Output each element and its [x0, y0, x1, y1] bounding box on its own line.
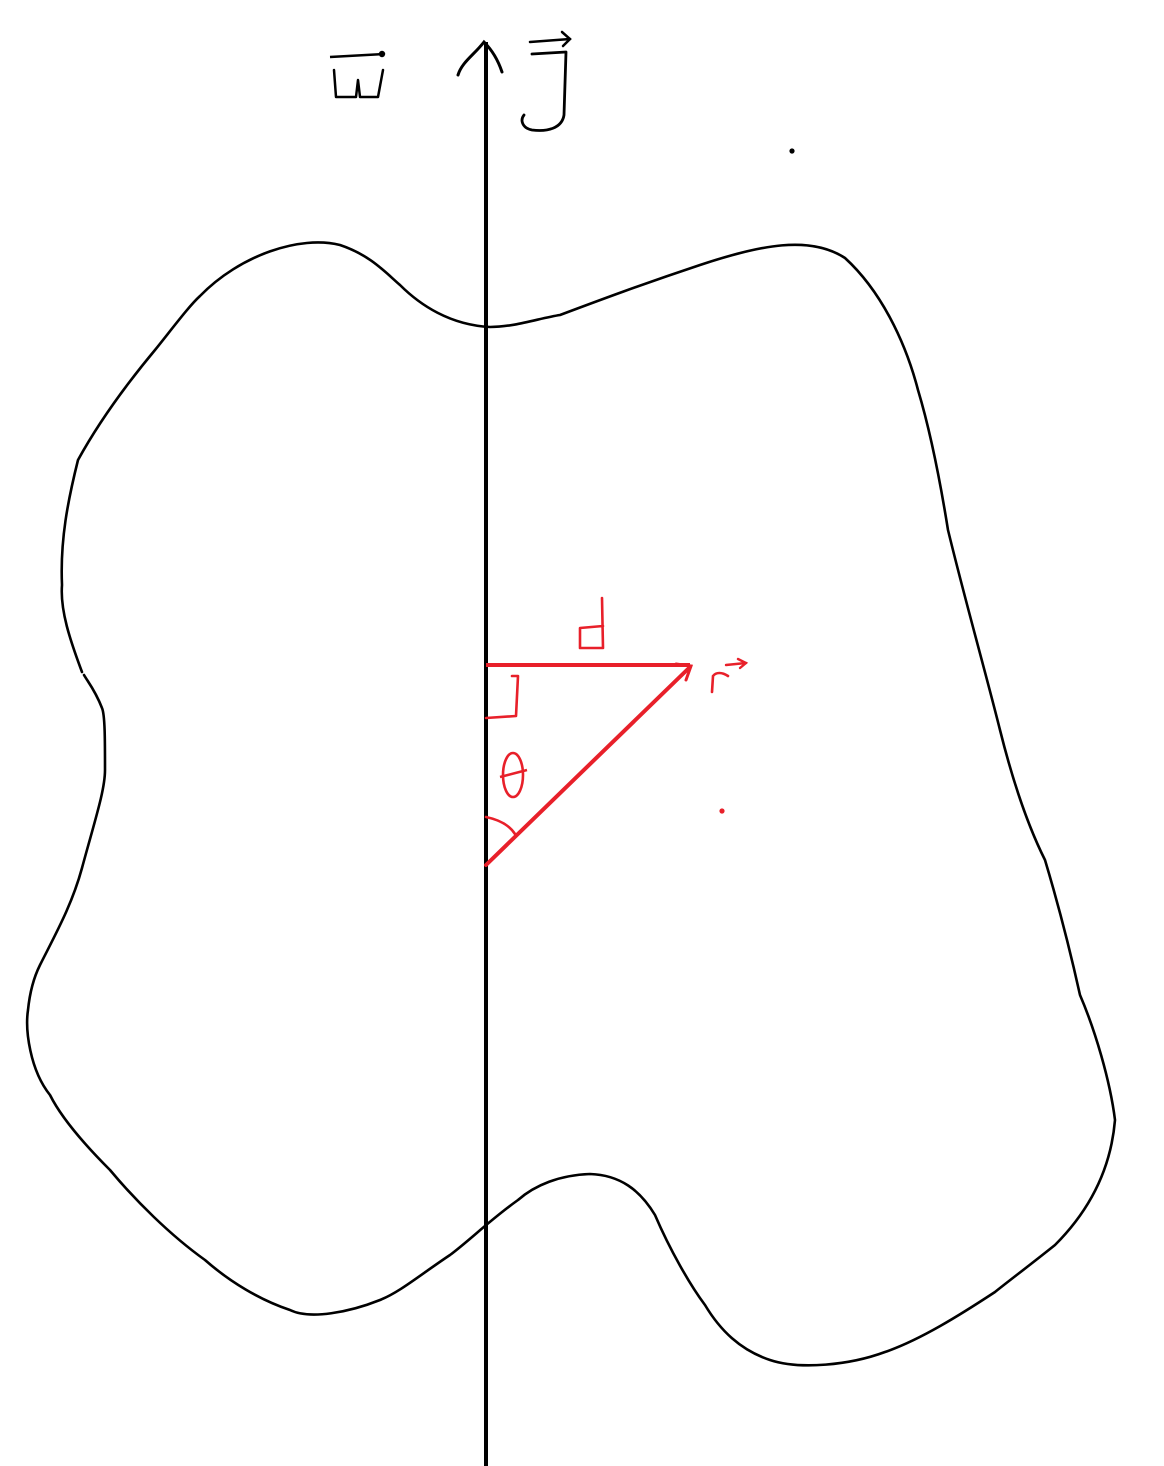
stray-dot [789, 148, 795, 154]
angle-arc [484, 815, 517, 836]
right-angle-marker [484, 674, 520, 720]
position-vector-arrowhead [674, 662, 694, 682]
stray-dot-red [719, 808, 725, 814]
angular-momentum-symbol: J [520, 30, 572, 132]
theta-symbol: θ [499, 751, 528, 799]
annotation-group: θ d r [484, 596, 749, 867]
body-outline [25, 241, 1117, 1367]
distance-symbol: d [578, 596, 605, 650]
omega-symbol: ω [329, 50, 386, 99]
position-vector [484, 665, 692, 867]
position-symbol: r [710, 657, 749, 694]
axis-arrowhead [456, 39, 504, 77]
